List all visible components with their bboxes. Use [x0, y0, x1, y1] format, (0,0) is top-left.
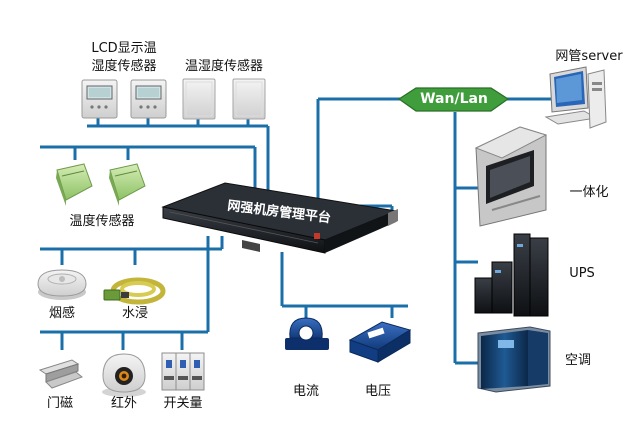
temperature-sensor-2 [109, 163, 146, 206]
switch-label: 开关量 [163, 396, 203, 411]
voltage-sensor [348, 321, 412, 363]
air-conditioner [477, 326, 551, 393]
management-platform-device [161, 182, 398, 254]
wan-lan-label: Wan/Lan [420, 91, 488, 107]
switch-breakers [161, 352, 205, 391]
lcd-sensor-2 [130, 79, 167, 119]
door-contact-sensor [38, 359, 83, 389]
infrared-label: 红外 [110, 396, 138, 411]
integrated-cabinet [474, 126, 548, 227]
lcd-sensor-1 [81, 79, 118, 119]
temp-humidity-sensor-2 [232, 78, 266, 120]
lcd-sensor-label-line2: 湿度传感器 [91, 59, 157, 74]
voltage-label: 电压 [364, 384, 392, 399]
temp-humidity-sensor-label: 温湿度传感器 [184, 59, 264, 74]
water-label: 水浸 [121, 306, 149, 321]
ac-label: 空调 [564, 353, 592, 368]
integrated-label: 一体化 [569, 185, 609, 200]
ups-label: UPS [569, 266, 595, 281]
wan-lan-node [397, 87, 510, 112]
water-leak-sensor [103, 277, 166, 305]
current-label: 电流 [292, 384, 320, 399]
temperature-sensor-label: 温度传感器 [69, 214, 135, 229]
wan-lan-shape [397, 87, 510, 112]
server-label: 网管server [555, 49, 623, 64]
server-computer [544, 66, 607, 129]
infrared-sensor [102, 353, 146, 397]
ups-units [474, 233, 549, 317]
smoke-label: 烟感 [48, 306, 76, 321]
current-sensor [285, 317, 329, 350]
temp-humidity-sensor-1 [182, 78, 216, 120]
temperature-sensor-1 [56, 163, 93, 206]
lcd-sensor-label-line1: LCD显示温 [91, 41, 157, 56]
smoke-detector [37, 269, 87, 300]
door-label: 门磁 [46, 396, 74, 411]
